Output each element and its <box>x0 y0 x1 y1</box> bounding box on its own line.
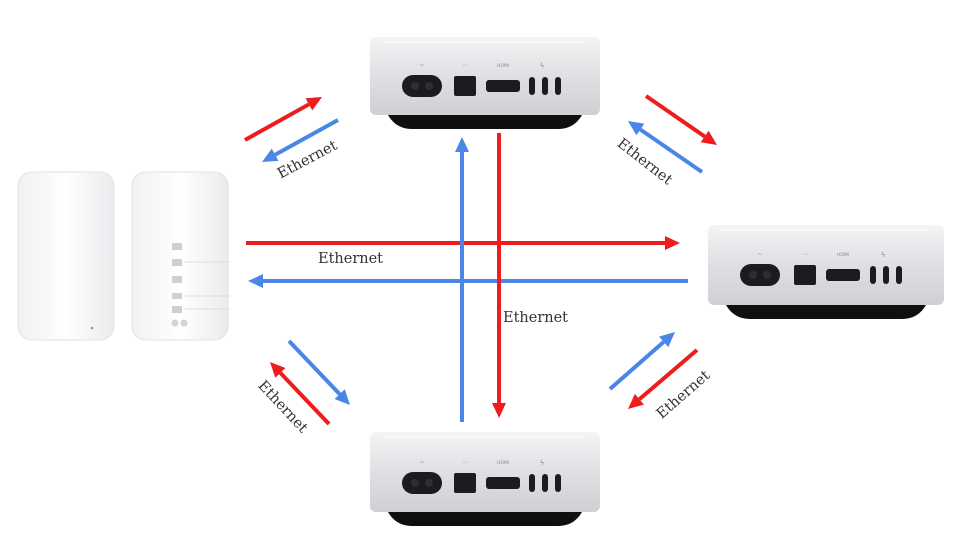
mac-port-label: ~ <box>419 459 424 466</box>
mac-mini-bottom-icon: ~ ⋯ HDMI ϟ <box>370 432 600 526</box>
mac-port-label: ~ <box>419 62 424 69</box>
arrow-blue <box>628 121 704 174</box>
arrow-blue-head <box>659 332 675 348</box>
arrow-blue-shaft <box>639 127 704 174</box>
arrow-red <box>246 236 680 250</box>
arrow-red <box>492 133 506 418</box>
arrow-blue <box>262 118 339 162</box>
arrow-blue-head <box>248 274 263 288</box>
arrow-blue <box>608 332 675 391</box>
mac-port-label: ϟ <box>540 459 545 467</box>
arrow-blue-shaft <box>287 339 342 396</box>
arrow-blue-head <box>455 137 469 152</box>
arrow-blue <box>455 137 469 422</box>
mac-mini-right-icon: ~ ⋯ HDMI ϟ <box>708 225 944 319</box>
mac-port-label: ϟ <box>540 62 545 70</box>
arrow-red-head <box>305 97 322 111</box>
mac-port-label: HDMI <box>497 460 509 466</box>
arrow-red-head <box>492 403 506 418</box>
arrow-red-shaft <box>638 348 699 401</box>
ethernet-label: Ethernet <box>503 310 569 326</box>
arrow-blue-shaft <box>274 118 339 157</box>
mac-port-label: ϟ <box>881 251 886 259</box>
arrow-red-head <box>700 130 717 145</box>
arrow-red-shaft <box>278 371 331 426</box>
arrow-red-shaft <box>644 94 706 139</box>
airport-extreme-front-icon <box>17 171 115 341</box>
arrow-blue-shaft <box>608 340 666 391</box>
mac-port-label: ⋯ <box>462 62 468 69</box>
arrow-blue-head <box>334 389 350 405</box>
arrow-red-head <box>665 236 680 250</box>
arrow-blue <box>287 339 350 405</box>
mac-port-label: HDMI <box>497 63 509 69</box>
arrow-red-shaft <box>244 102 310 142</box>
mac-port-label: ⋯ <box>802 251 808 258</box>
mac-port-label: ⋯ <box>462 459 468 466</box>
arrow-red <box>244 97 322 142</box>
arrow-blue-head <box>628 121 645 136</box>
mac-port-label: ~ <box>757 251 762 258</box>
airport-extreme-back-icon <box>131 171 230 341</box>
arrow-red-head <box>628 393 644 409</box>
connection-arrows <box>244 94 717 426</box>
mac-port-label: HDMI <box>837 252 849 258</box>
arrow-red <box>628 348 699 409</box>
mac-mini-top-icon: ~ ⋯ HDMI ϟ <box>370 37 600 129</box>
arrow-red <box>644 94 717 145</box>
arrow-blue-head <box>262 148 279 162</box>
ethernet-label: Ethernet <box>318 251 384 267</box>
arrow-red-head <box>270 362 286 378</box>
arrow-red <box>270 362 331 426</box>
arrow-blue <box>248 274 688 288</box>
